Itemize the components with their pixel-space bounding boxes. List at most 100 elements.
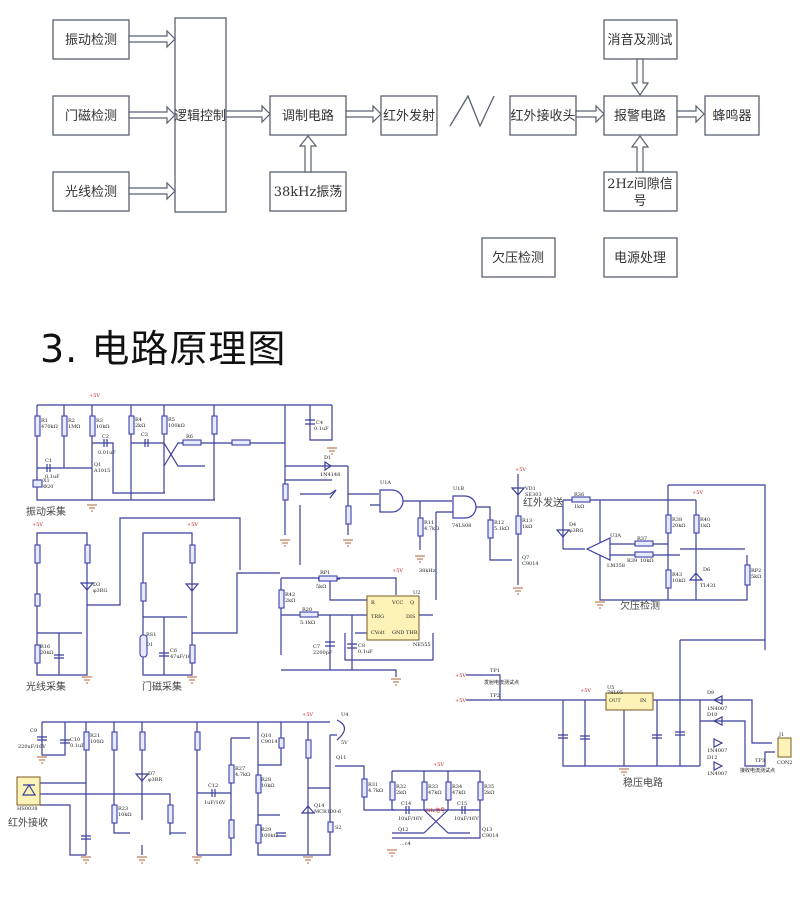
label-r16: R16 bbox=[40, 644, 50, 650]
block-label: 报警电路 bbox=[614, 108, 666, 124]
potentiometer-rp1 bbox=[318, 575, 338, 582]
block-diagram: 振动检测 门磁检测 光线检测 逻辑控制 调制电路 38kHz振荡 红外发射 红外… bbox=[52, 17, 760, 278]
capacitor bbox=[276, 832, 286, 837]
label-r34: R34 bbox=[452, 784, 462, 790]
resistor-r23 bbox=[111, 804, 118, 824]
ic-ne555 bbox=[366, 595, 420, 641]
label-x1: X1 bbox=[43, 478, 50, 484]
value-q1: A1015 bbox=[93, 468, 110, 474]
pin-r: R bbox=[371, 600, 375, 606]
label-vd1: VD1 bbox=[524, 486, 536, 492]
value-r40: 1kΩ bbox=[700, 523, 710, 529]
resistor-r43 bbox=[665, 569, 672, 589]
potentiometer-rp2 bbox=[744, 564, 751, 586]
resistor-r28 bbox=[255, 774, 262, 794]
value-r20: 5.1kΩ bbox=[300, 620, 315, 626]
switch-s2[interactable] bbox=[327, 821, 334, 833]
value-u3a: LM358 bbox=[607, 563, 625, 569]
block-buzzer: 蜂鸣器 bbox=[704, 95, 760, 136]
block-power-processing: 电源处理 bbox=[603, 237, 678, 278]
arrow-right bbox=[225, 104, 271, 124]
capacitor-c9 bbox=[37, 736, 47, 741]
label-q13: Q13 bbox=[482, 827, 492, 833]
label-u1b: U1B bbox=[453, 486, 464, 492]
label-d10: D10 bbox=[707, 712, 717, 718]
value-r38: 20kΩ bbox=[672, 523, 686, 529]
label-u5: U5 bbox=[607, 685, 614, 691]
ground-icon bbox=[303, 856, 313, 864]
label-c9: C9 bbox=[30, 728, 37, 734]
resistor bbox=[111, 731, 118, 751]
resistor-r21 bbox=[83, 731, 90, 751]
value-r35: 2kΩ bbox=[484, 790, 494, 796]
value-r5: 100kΩ bbox=[168, 423, 185, 429]
resistor bbox=[167, 804, 174, 824]
resistor-r13 bbox=[515, 515, 522, 535]
arrow-up bbox=[630, 134, 650, 173]
label-d6: D6 bbox=[703, 567, 710, 573]
power-label: +5V bbox=[455, 673, 466, 679]
value-r34: 47kΩ bbox=[452, 790, 466, 796]
block-label: 振动检测 bbox=[65, 33, 117, 48]
label-r3: R3 bbox=[96, 418, 103, 424]
resistor-r37 bbox=[634, 540, 654, 547]
arrow-right bbox=[128, 181, 176, 201]
block-2hz-interval-signal: 2Hz间隙信 号 bbox=[603, 171, 678, 212]
resistor-r42 bbox=[278, 589, 285, 609]
value-r4: 2kΩ bbox=[135, 423, 145, 429]
block-mute-test: 消音及测试 bbox=[603, 19, 678, 60]
resistor bbox=[228, 819, 235, 839]
wireless-signal-icon bbox=[449, 94, 495, 128]
power-label: +5V bbox=[392, 568, 403, 574]
value-c9: 220uF/16V bbox=[18, 744, 46, 750]
block-label: 光线检测 bbox=[65, 185, 117, 200]
resistor bbox=[84, 544, 91, 564]
resistor-r4 bbox=[128, 415, 135, 435]
label-r37: R37 bbox=[637, 536, 647, 542]
value-d9: 1N4007 bbox=[707, 706, 727, 712]
value-c15: 10uF/16V bbox=[454, 816, 479, 822]
value-d3: φ3RG bbox=[93, 588, 107, 594]
and-gate-u1b bbox=[452, 495, 477, 519]
resistor bbox=[345, 505, 352, 525]
block-label-line1: 2Hz间隙信 bbox=[607, 177, 672, 192]
label-c14: C14 bbox=[401, 801, 411, 807]
ground-icon bbox=[192, 856, 202, 864]
section-number: 3. bbox=[40, 327, 79, 371]
ir-receive-circuit: C9 220uF/16V C10 0.1uF R21 100Ω HS0038 红… bbox=[8, 721, 330, 864]
pin-in: IN bbox=[640, 698, 647, 704]
value-u2: NE555 bbox=[413, 642, 431, 648]
resistor-r33 bbox=[421, 781, 428, 801]
buzzer-u4 bbox=[330, 719, 346, 741]
arrow-right bbox=[676, 104, 705, 124]
value-rp1: 5kΩ bbox=[316, 584, 326, 590]
block-label: 欠压检测 bbox=[492, 250, 544, 266]
photodiode-icon bbox=[21, 783, 37, 796]
block-label: 门磁检测 bbox=[65, 109, 117, 124]
value-d12: 1N4007 bbox=[707, 771, 727, 777]
ir-led-vd1 bbox=[510, 487, 526, 496]
label-c8: C8 bbox=[358, 643, 365, 649]
resistor bbox=[139, 731, 146, 751]
value-u1b: 74LS08 bbox=[452, 523, 471, 529]
block-door-detect: 门磁检测 bbox=[52, 95, 130, 136]
power-label: +5V bbox=[580, 688, 591, 694]
label-q12: Q12 bbox=[398, 827, 408, 833]
value-d1: 1N4148 bbox=[320, 472, 340, 478]
block-oscillator: 38kHz振荡 bbox=[269, 171, 347, 212]
block-undervoltage-detect: 欠压检测 bbox=[481, 237, 556, 278]
label-q1: Q1 bbox=[94, 462, 101, 468]
arrow-right bbox=[128, 105, 176, 125]
resistor-r38 bbox=[665, 514, 672, 534]
thyristor-q14 bbox=[300, 805, 316, 814]
block-ir-receiver: 红外接收头 bbox=[509, 95, 577, 136]
label-u2: U2 bbox=[413, 590, 420, 596]
push-button[interactable] bbox=[278, 737, 285, 749]
led-d7 bbox=[134, 773, 150, 782]
power-label: +5V bbox=[515, 467, 526, 473]
label-d4: D4 bbox=[569, 522, 576, 528]
label-r43: R43 bbox=[672, 572, 682, 578]
label-u4: U4 bbox=[341, 712, 348, 718]
resistor-r3 bbox=[89, 415, 96, 437]
pin-dis: DIS bbox=[406, 614, 416, 620]
